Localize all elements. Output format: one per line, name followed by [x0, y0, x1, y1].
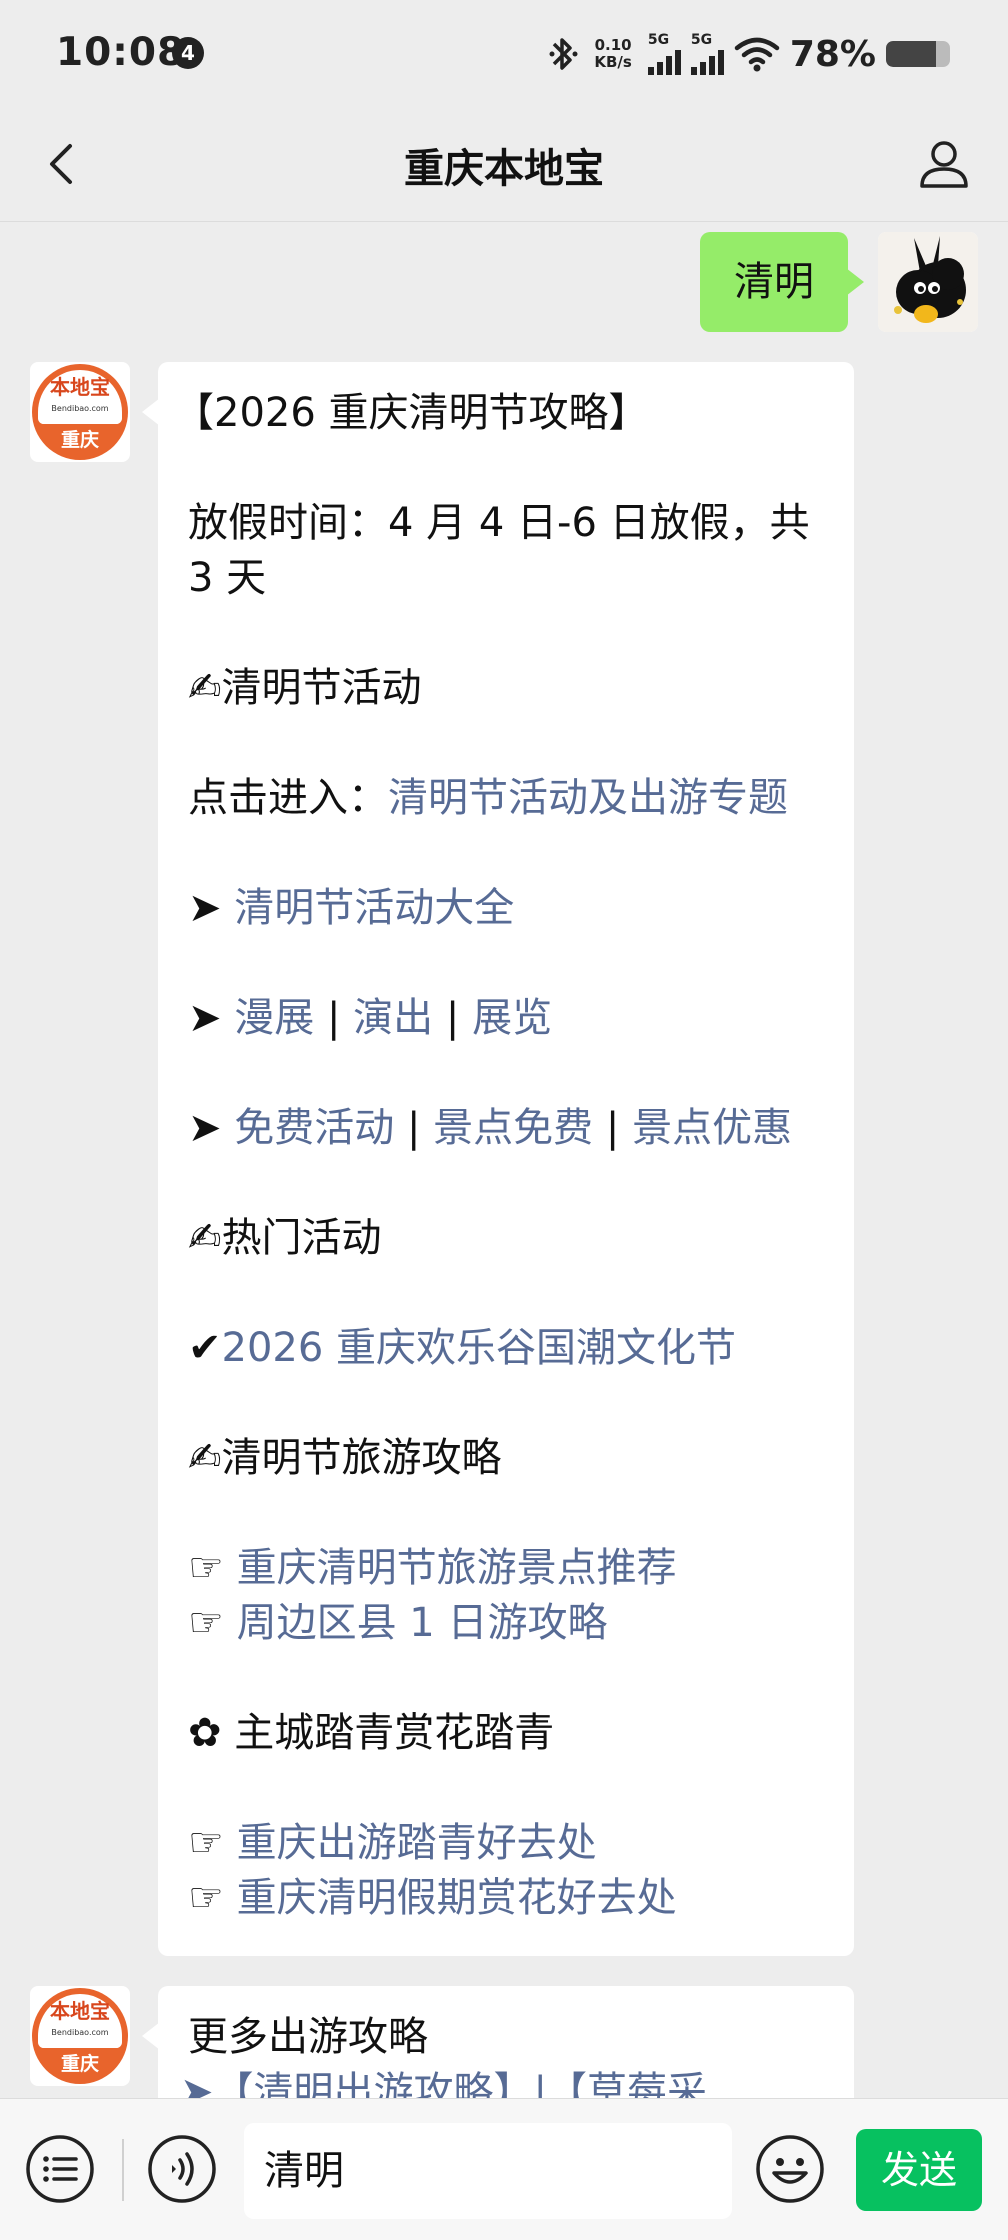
battery-icon: [886, 41, 950, 67]
voice-icon[interactable]: [146, 2133, 218, 2205]
user-avatar-image: [878, 232, 978, 332]
chat-area[interactable]: 清明 本地宝 Bendibao.com 重庆 【2026 重庆清明节攻略】 放假时…: [0, 222, 1008, 2098]
nav-bar: 重庆本地宝: [0, 108, 1008, 222]
arrow-icon: ➤: [188, 1105, 222, 1151]
incoming-message[interactable]: 【2026 重庆清明节攻略】 放假时间：4 月 4 日-6 日放假，共 3 天 …: [142, 362, 854, 1956]
message-2-title: 更多出游攻略: [188, 2014, 428, 2060]
back-icon[interactable]: [36, 136, 92, 192]
send-button[interactable]: 发送: [856, 2129, 982, 2211]
profile-icon[interactable]: [916, 136, 972, 192]
incoming-message[interactable]: 更多出游攻略 ➤【清明出游攻略】|【草莓采: [142, 1986, 854, 2098]
separator: |: [406, 1105, 421, 1151]
shows-line: ➤ 漫展 | 演出 | 展览: [188, 991, 824, 1046]
pointing-hand-icon: ☞: [188, 1600, 224, 1646]
user-avatar[interactable]: [878, 232, 978, 332]
flowers-line: ☞ 重庆清明假期赏花好去处: [188, 1871, 824, 1926]
section-flowers: ✿ 主城踏青赏花踏青: [188, 1710, 555, 1756]
input-bar: 发送: [0, 2098, 1008, 2240]
logo-name: 本地宝: [50, 1999, 110, 2023]
arrow-icon: ➤: [188, 995, 222, 1041]
section-hot: ✍热门活动: [188, 1215, 382, 1261]
day-trip-line: ☞ 周边区县 1 日游攻略: [188, 1596, 824, 1651]
bluetooth-icon: [549, 38, 578, 70]
net-speed: 0.10 KB/s: [594, 37, 631, 71]
holiday-text: 放假时间：4 月 4 日-6 日放假，共 3 天: [188, 500, 810, 601]
battery-fill: [886, 41, 936, 67]
status-indicators: 0.10 KB/s 5G 5G 78%: [548, 26, 950, 82]
net-speed-unit: KB/s: [594, 53, 632, 71]
pointing-hand-icon: ☞: [188, 1820, 224, 1866]
logo-city: 重庆: [60, 429, 99, 451]
click-enter-prefix: 点击进入：: [188, 775, 388, 821]
link-activities-all[interactable]: 清明节活动大全: [234, 885, 515, 931]
bot-avatar[interactable]: 本地宝 Bendibao.com 重庆: [30, 1986, 130, 2086]
logo-url: Bendibao.com: [51, 404, 109, 413]
bot-avatar[interactable]: 本地宝 Bendibao.com 重庆: [30, 362, 130, 462]
link-comic-expo[interactable]: 漫展: [234, 995, 315, 1041]
message-title: 【2026 重庆清明节攻略】: [174, 390, 649, 436]
wifi-icon: [734, 37, 780, 72]
net-speed-value: 0.10: [594, 36, 632, 54]
logo-name: 本地宝: [50, 375, 110, 399]
link-travel-spots[interactable]: 重庆清明节旅游景点推荐: [236, 1545, 677, 1591]
link-spot-discounts[interactable]: 景点优惠: [632, 1105, 793, 1151]
bendibao-logo: 本地宝 Bendibao.com 重庆: [32, 364, 128, 460]
battery-percent: 78%: [789, 33, 876, 75]
link-free-activities[interactable]: 免费活动: [234, 1105, 395, 1151]
link-activities-topic[interactable]: 清明节活动及出游专题: [388, 775, 788, 821]
arrow-icon: ➤: [188, 885, 222, 931]
link-day-trip[interactable]: 周边区县 1 日游攻略: [236, 1600, 608, 1646]
travel-spots-line: ☞ 重庆清明节旅游景点推荐: [188, 1541, 824, 1596]
activities-all-line: ➤ 清明节活动大全: [188, 881, 824, 936]
link-free-spots[interactable]: 景点免费: [433, 1105, 594, 1151]
logo-url: Bendibao.com: [51, 2028, 109, 2037]
signal-2: 5G: [690, 32, 724, 75]
signal-bars-icon: [690, 49, 724, 75]
message-2-partial: ➤【清明出游攻略】|【草莓采: [180, 2065, 824, 2098]
click-enter-line: 点击进入：清明节活动及出游专题: [188, 771, 824, 826]
link-exhibition[interactable]: 展览: [472, 995, 553, 1041]
check-icon: ✔: [188, 1325, 222, 1371]
bendibao-logo: 本地宝 Bendibao.com 重庆: [32, 1988, 128, 2084]
signal-2-label: 5G: [690, 32, 713, 48]
pointing-hand-icon: ☞: [188, 1545, 224, 1591]
pointing-hand-icon: ☞: [188, 1875, 224, 1921]
section-activities: ✍清明节活动: [188, 665, 422, 711]
link-outing[interactable]: 重庆出游踏青好去处: [236, 1820, 597, 1866]
message-input[interactable]: [244, 2123, 732, 2219]
outing-line: ☞ 重庆出游踏青好去处: [188, 1816, 824, 1871]
separator: |: [605, 1105, 620, 1151]
emoji-icon[interactable]: [754, 2133, 826, 2205]
free-line: ➤ 免费活动 | 景点免费 | 景点优惠: [188, 1101, 824, 1156]
separator: |: [445, 995, 460, 1041]
message-2-partial-text[interactable]: ➤【清明出游攻略】|【草莓采: [180, 2069, 707, 2098]
page-title: 重庆本地宝: [404, 146, 604, 192]
status-bar: 10:08 4 0.10 KB/s 5G 5G 78%: [0, 0, 1008, 108]
separator: |: [326, 995, 341, 1041]
link-happy-valley[interactable]: 2026 重庆欢乐谷国潮文化节: [221, 1325, 737, 1371]
status-time: 10:08: [56, 30, 186, 75]
divider: [122, 2139, 124, 2201]
signal-bars-icon: [647, 49, 681, 75]
section-travel: ✍清明节旅游攻略: [188, 1435, 502, 1481]
signal-1: 5G: [647, 32, 681, 75]
signal-1-label: 5G: [647, 32, 670, 48]
notification-badge: 4: [172, 37, 204, 69]
outgoing-message[interactable]: 清明: [700, 232, 864, 332]
menu-icon[interactable]: [24, 2133, 96, 2205]
link-performance[interactable]: 演出: [353, 995, 434, 1041]
happy-valley-line: ✔2026 重庆欢乐谷国潮文化节: [188, 1321, 824, 1376]
logo-city: 重庆: [60, 2053, 99, 2075]
link-flowers[interactable]: 重庆清明假期赏花好去处: [236, 1875, 677, 1921]
